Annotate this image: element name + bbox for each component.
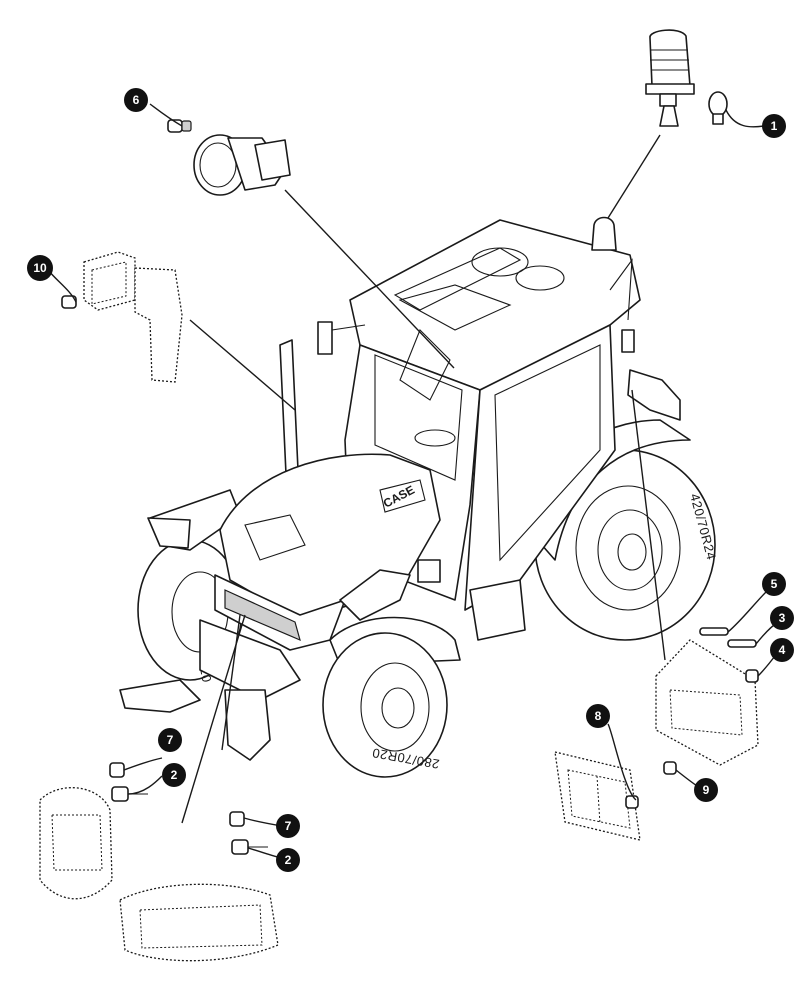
- callout-10-label: 10: [33, 261, 47, 275]
- front-right-wheel: 280/70R20: [322, 616, 461, 778]
- steps: [469, 579, 526, 641]
- callout-2-upper-label: 2: [171, 768, 178, 782]
- callout-10: 10: [27, 255, 53, 281]
- hood: CASE: [214, 453, 441, 651]
- callout-7-upper: 7: [158, 728, 182, 752]
- beacon-on-cab: [591, 216, 617, 251]
- headlamp-bulb-upper: [109, 762, 148, 802]
- callout-2-upper: 2: [162, 763, 186, 787]
- callout-6-label: 6: [133, 93, 140, 107]
- side-marker-lamp: [83, 251, 183, 383]
- front-hitch-arm: [224, 689, 271, 761]
- beacon-bulb: [708, 91, 728, 125]
- callout-9-label: 9: [703, 783, 710, 797]
- callout-9: 9: [694, 778, 718, 802]
- callout-2-lower: 2: [276, 848, 300, 872]
- callout-3-label: 3: [779, 611, 786, 625]
- front-headlamp-right: [119, 883, 279, 962]
- rear-bracket: [627, 369, 681, 421]
- callout-7-lower-label: 7: [285, 819, 292, 833]
- leader-lines: [47, 103, 779, 859]
- callout-4-label: 4: [779, 643, 786, 657]
- front-hitch: [119, 679, 201, 713]
- front-headlamp-left: [39, 787, 113, 900]
- beacon-lamp: [645, 29, 695, 127]
- callout-1: 1: [762, 114, 786, 138]
- callout-4: 4: [770, 638, 794, 662]
- rear-lamp-cluster: [655, 639, 759, 766]
- callout-1-label: 1: [771, 119, 778, 133]
- exhaust-pipe: [279, 339, 299, 475]
- callout-7-lower: 7: [276, 814, 300, 838]
- callout-5: 5: [762, 572, 786, 596]
- callout-8-label: 8: [595, 709, 602, 723]
- work-lamp: [193, 134, 291, 196]
- tractor: 420/70R24 20: [119, 219, 719, 778]
- callout-3: 3: [770, 606, 794, 630]
- work-lamp-bulb: [167, 119, 192, 133]
- headlamp-bulb-lower: [229, 811, 268, 855]
- callout-8: 8: [586, 704, 610, 728]
- callout-7-upper-label: 7: [167, 733, 174, 747]
- mud-flap: [147, 517, 191, 549]
- callout-2-lower-label: 2: [285, 853, 292, 867]
- callout-5-label: 5: [771, 577, 778, 591]
- callout-6: 6: [124, 88, 148, 112]
- rear-combination-lamp: [554, 751, 641, 841]
